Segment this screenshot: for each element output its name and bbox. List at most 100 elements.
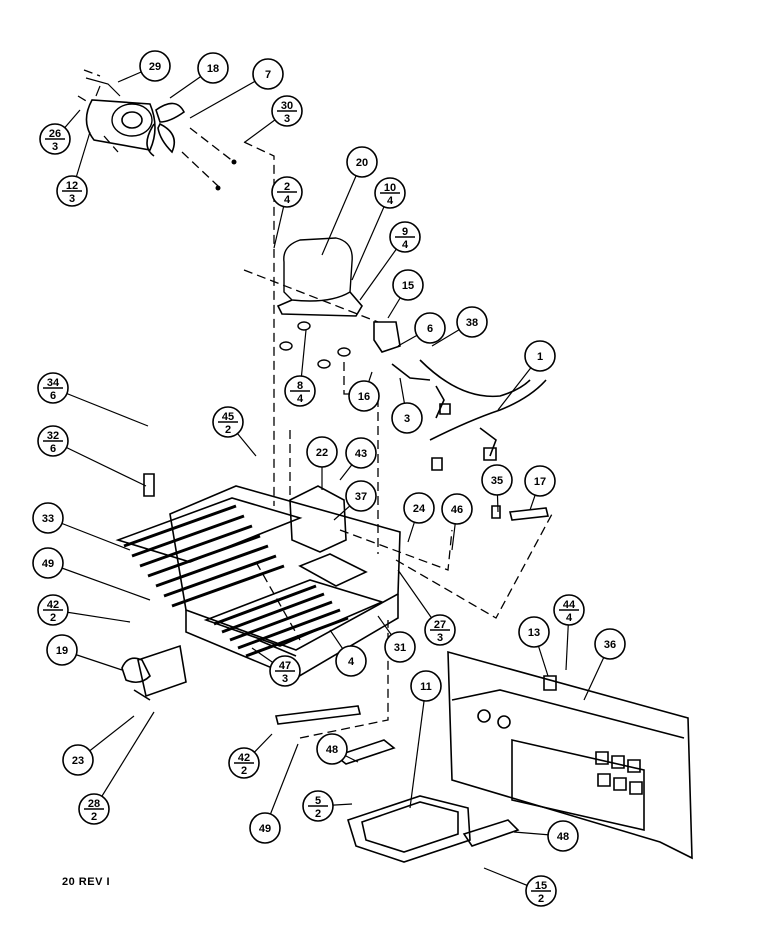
callout-part-number: 18 <box>207 63 219 75</box>
callout-23: 23 <box>62 715 135 776</box>
callout-part-number: 24 <box>413 503 426 515</box>
fan-motor-assembly <box>77 69 237 191</box>
callout-part-number: 4 <box>348 656 355 668</box>
callout-part-number: 42 <box>47 599 59 611</box>
callout-balloon <box>384 631 416 663</box>
callout-quantity: 2 <box>50 612 56 624</box>
callout-balloon <box>62 744 94 776</box>
callout-30-3: 303 <box>244 95 303 143</box>
callout-balloon <box>547 820 579 852</box>
callout-leader-line <box>409 685 427 809</box>
callout-29: 29 <box>117 50 171 83</box>
callout-31: 31 <box>377 615 416 663</box>
callout-9-4: 94 <box>359 221 421 301</box>
callout-part-number: 6 <box>427 323 433 335</box>
callout-42-2-b: 422 <box>228 733 273 779</box>
callout-balloon <box>348 380 380 412</box>
callout-19: 19 <box>46 634 123 671</box>
callout-quantity: 2 <box>225 424 231 436</box>
callout-47-3: 473 <box>251 647 301 687</box>
wire-harness <box>419 359 549 521</box>
callout-balloon <box>306 436 338 468</box>
callout-leader-line <box>52 387 149 427</box>
callout-quantity: 3 <box>282 673 288 685</box>
callout-balloon <box>524 340 556 372</box>
callout-part-number: 10 <box>384 182 396 194</box>
callout-35: 35 <box>481 464 513 513</box>
callout-leader-line <box>351 192 391 281</box>
callout-part-number: 33 <box>42 513 54 525</box>
callout-part-number: 17 <box>534 476 546 488</box>
callout-part-number: 44 <box>563 599 576 611</box>
callout-2-4: 24 <box>271 176 303 249</box>
callout-balloon <box>456 306 488 338</box>
callout-part-number: 22 <box>316 447 328 459</box>
callout-part-number: 37 <box>355 491 367 503</box>
callout-part-number: 13 <box>528 627 540 639</box>
callout-45-2: 452 <box>212 406 257 457</box>
callout-4: 4 <box>329 629 367 677</box>
callout-part-number: 31 <box>394 642 406 654</box>
callout-quantity: 4 <box>566 612 573 624</box>
callout-quantity: 3 <box>437 632 443 644</box>
callout-44-4: 444 <box>553 594 585 671</box>
callout-49-a: 49 <box>32 547 151 601</box>
callout-part-number: 49 <box>259 823 271 835</box>
callout-quantity: 2 <box>315 808 321 820</box>
callout-17: 17 <box>524 465 556 511</box>
callout-part-number: 3 <box>404 413 410 425</box>
callout-part-number: 2 <box>284 181 290 193</box>
callout-10-4: 104 <box>351 177 406 281</box>
callout-24: 24 <box>403 492 435 543</box>
callout-33: 33 <box>32 502 131 551</box>
callout-leader-line <box>93 711 155 810</box>
callout-balloon <box>403 492 435 524</box>
callout-42-2-a: 422 <box>37 594 131 626</box>
callout-leader-line <box>321 161 363 256</box>
callout-part-number: 45 <box>222 411 234 423</box>
callout-5-2: 52 <box>302 790 353 822</box>
callout-49-b: 49 <box>249 743 299 844</box>
callout-part-number: 36 <box>604 639 616 651</box>
callout-balloon <box>316 733 348 765</box>
callout-balloon <box>481 464 513 496</box>
callout-balloon <box>594 628 626 660</box>
callout-13: 13 <box>518 616 550 677</box>
callout-balloon <box>197 52 229 84</box>
drawing-revision-note: 20 REV I <box>62 876 111 888</box>
callout-quantity: 3 <box>69 193 75 205</box>
callout-quantity: 2 <box>538 893 544 905</box>
callout-15: 15 <box>387 269 424 319</box>
callout-balloon <box>410 670 442 702</box>
callout-part-number: 23 <box>72 755 84 767</box>
callout-balloon <box>345 480 377 512</box>
callout-part-number: 35 <box>491 475 503 487</box>
callout-8-4: 84 <box>284 329 316 407</box>
callout-balloon <box>346 146 378 178</box>
callout-quantity: 3 <box>52 141 58 153</box>
callout-11: 11 <box>409 670 442 809</box>
callout-quantity: 4 <box>284 194 291 206</box>
callout-quantity: 6 <box>50 443 56 455</box>
callout-part-number: 34 <box>47 377 60 389</box>
callout-43: 43 <box>339 437 377 481</box>
callout-part-number: 15 <box>402 280 414 292</box>
callout-26-3: 263 <box>39 109 81 155</box>
callout-part-number: 19 <box>56 645 68 657</box>
callout-part-number: 49 <box>42 558 54 570</box>
callout-quantity: 2 <box>241 765 247 777</box>
callout-part-number: 16 <box>358 391 370 403</box>
callout-balloon <box>46 634 78 666</box>
callout-3: 3 <box>391 377 423 434</box>
callout-quantity: 4 <box>297 393 304 405</box>
callout-quantity: 6 <box>50 390 56 402</box>
callout-quantity: 4 <box>387 195 394 207</box>
callout-balloon <box>441 493 473 525</box>
callout-balloon <box>32 502 64 534</box>
callout-balloon <box>32 547 64 579</box>
control-panel <box>447 650 693 860</box>
callout-part-number: 15 <box>535 880 547 892</box>
callout-27-3: 273 <box>397 569 456 646</box>
callout-part-number: 30 <box>281 100 293 112</box>
